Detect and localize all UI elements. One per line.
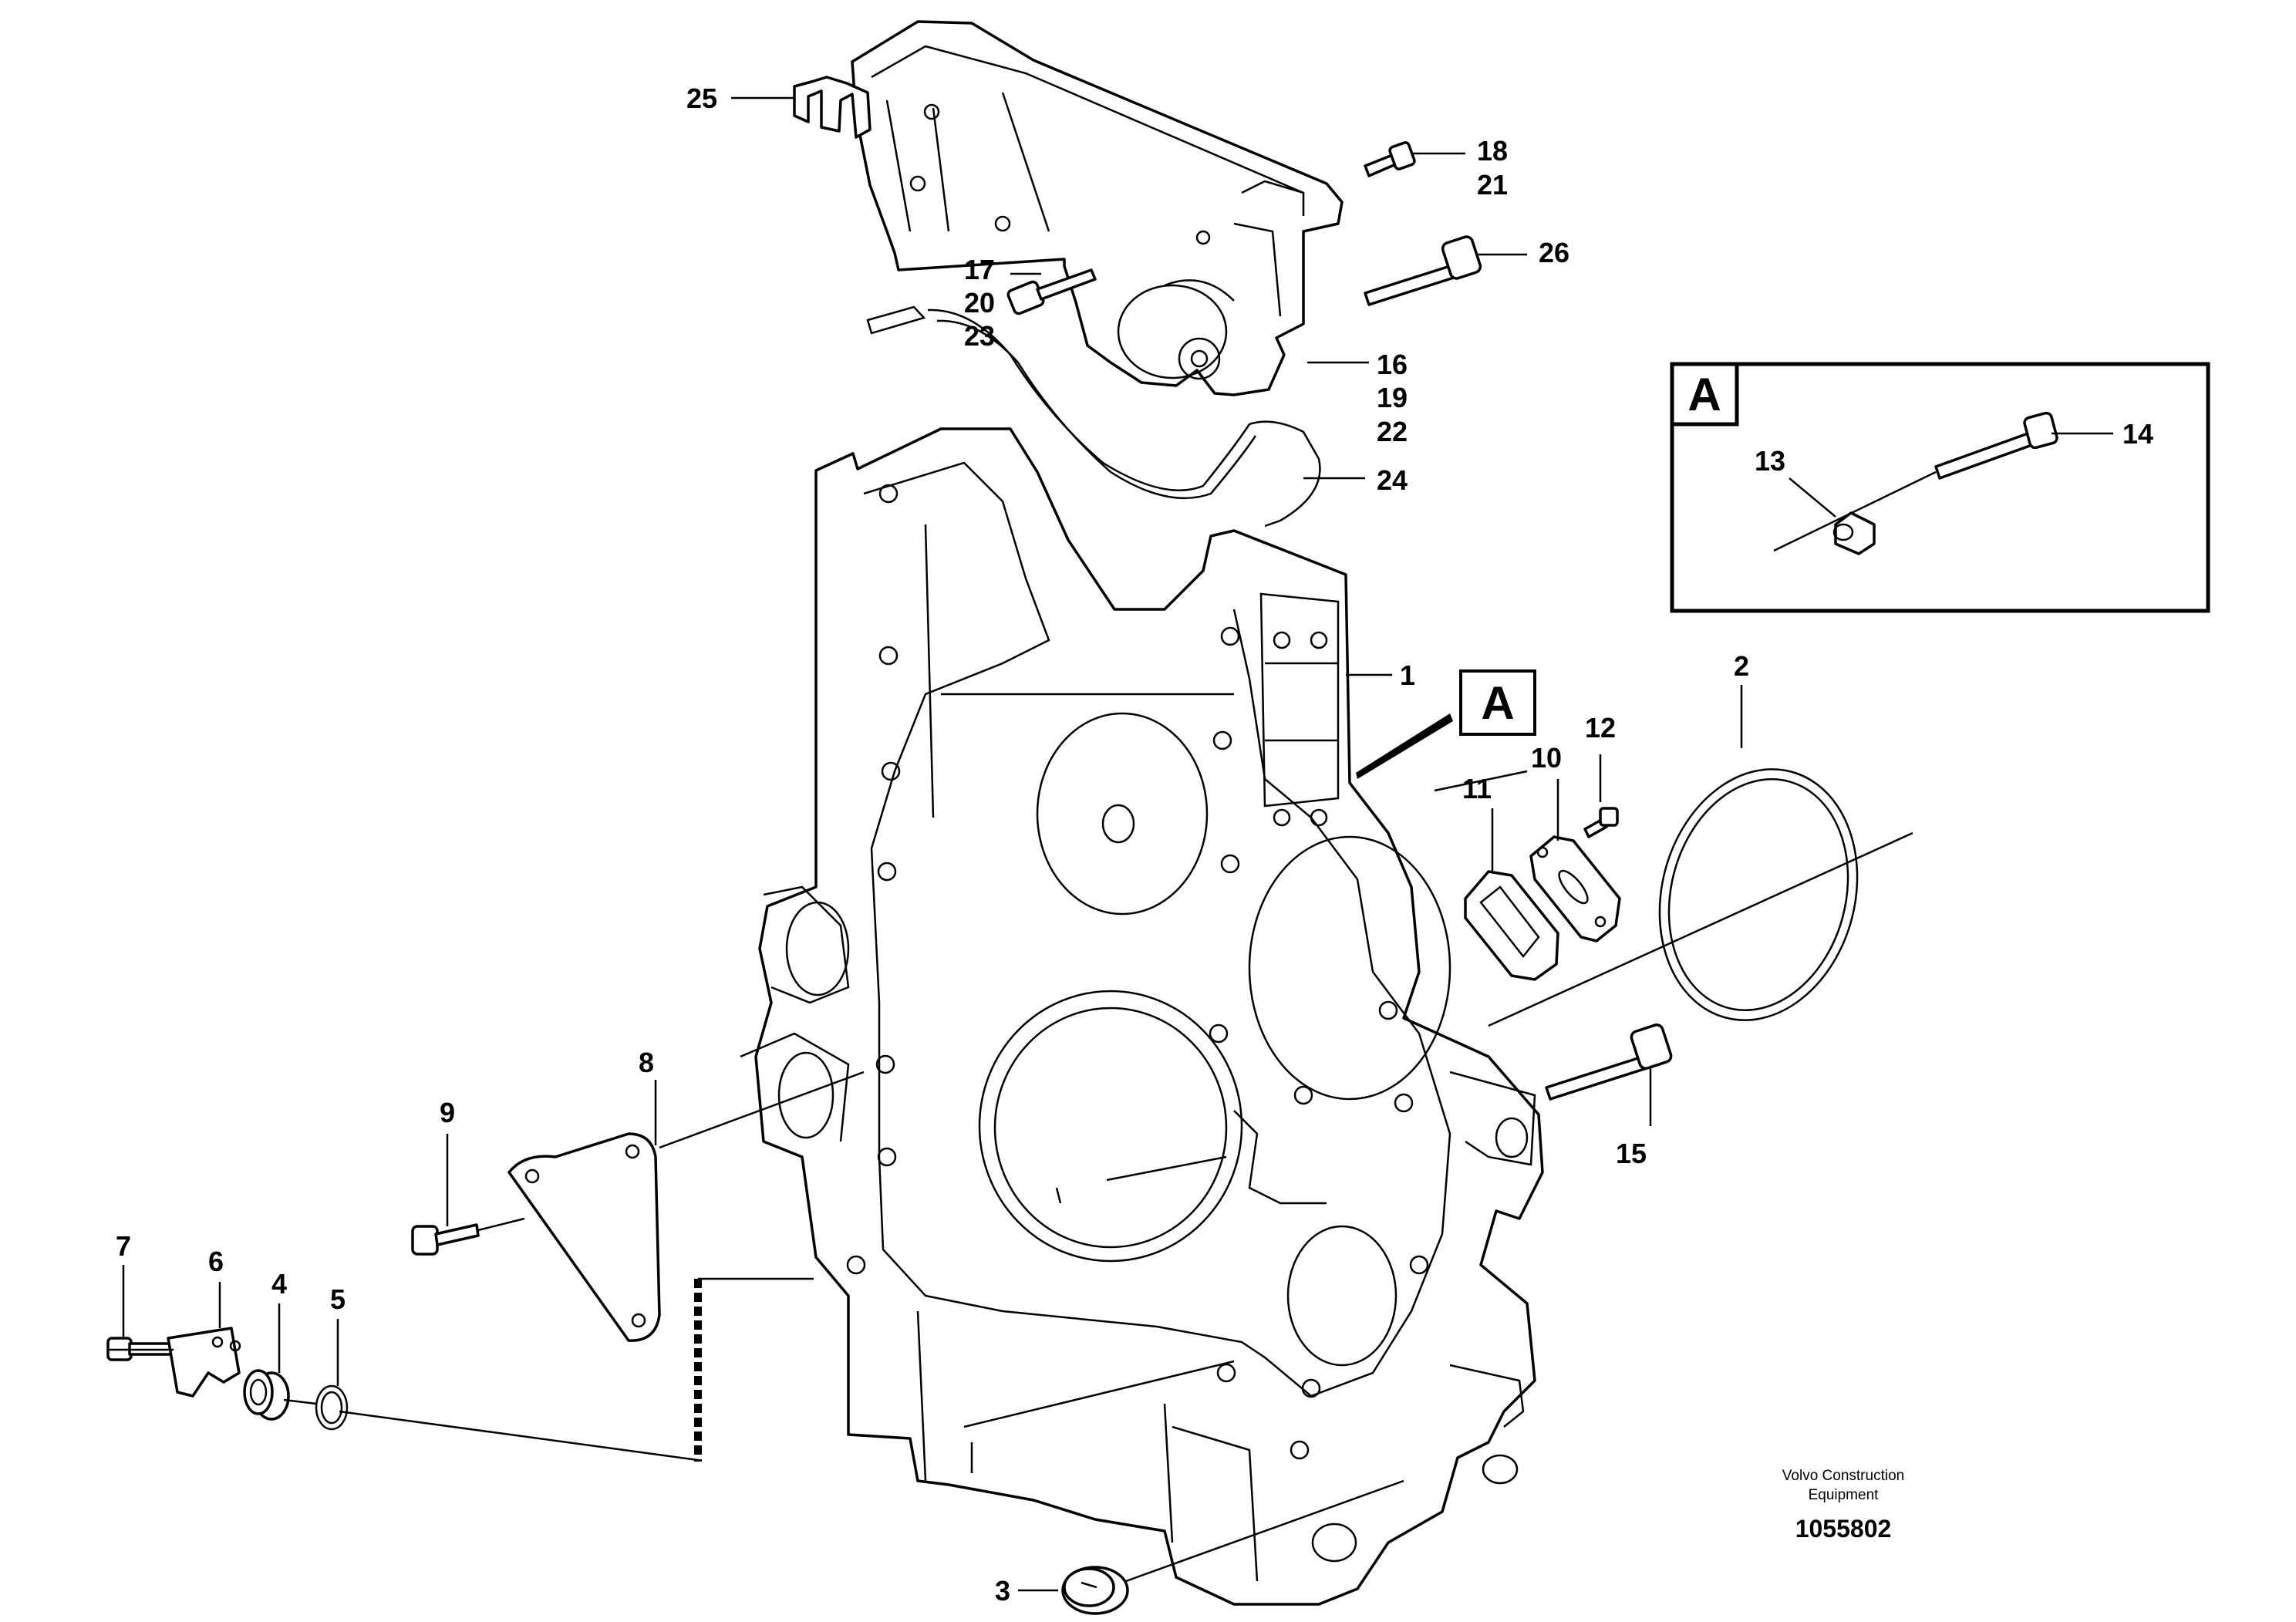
assembly-lines (108, 770, 1913, 1583)
timing-gear-housing (740, 427, 1544, 1606)
drawing-number: 1055802 (1795, 1515, 1892, 1543)
callout-2: 2 (1734, 650, 1749, 682)
bolt-26 (1364, 235, 1482, 306)
upper-timing-cover (851, 20, 1344, 396)
bolt-9 (411, 1223, 480, 1256)
detail-view-A: A (1670, 362, 2210, 613)
bolt-18-21 (1364, 141, 1416, 177)
callout-22: 22 (1377, 416, 1408, 447)
callout-9: 9 (440, 1097, 455, 1128)
drawing-credit: Volvo Construction Equipment 1055802 (1782, 1468, 1904, 1543)
callout-12: 12 (1585, 712, 1616, 744)
sleeve-4 (243, 1369, 290, 1421)
callout-25: 25 (686, 83, 717, 114)
cover-plate-10 (1529, 835, 1621, 943)
leader-lines (122, 96, 2113, 1592)
callout-11: 11 (1462, 773, 1492, 804)
bolt-15 (1545, 1023, 1673, 1101)
callout-20: 20 (964, 287, 995, 319)
callout-19: 19 (1377, 382, 1408, 413)
callout-5: 5 (330, 1283, 346, 1315)
callout-26: 26 (1539, 237, 1569, 268)
detail-box-letter: A (1687, 369, 1721, 420)
callout-17: 17 (964, 254, 995, 285)
callout-13: 13 (1755, 445, 1785, 477)
callout-10: 10 (1531, 742, 1562, 774)
cover-plate-8 (507, 1132, 661, 1342)
callout-8: 8 (639, 1047, 654, 1078)
seal-ring-5 (315, 1384, 349, 1431)
callout-24: 24 (1377, 464, 1408, 496)
gasket-strip (866, 305, 1321, 528)
callout-18: 18 (1477, 135, 1508, 167)
cable-clip-pair (793, 76, 872, 139)
o-ring-2 (1658, 768, 1859, 1021)
callout-4: 4 (271, 1268, 287, 1300)
callout-3: 3 (995, 1575, 1010, 1607)
callout-14: 14 (2122, 418, 2153, 450)
bolt-17-20 (1006, 268, 1097, 315)
callout-labels: 25 18 21 26 17 20 23 16 19 22 24 1 12 10… (116, 83, 2153, 1607)
callout-1: 1 (1400, 659, 1415, 691)
hidden-edge-marker (694, 1277, 814, 1462)
plug-3 (1061, 1566, 1129, 1615)
callout-16: 16 (1377, 349, 1408, 380)
screw-12 (1583, 807, 1619, 838)
credit-line-1: Volvo Construction (1782, 1468, 1904, 1484)
bracket-6 (167, 1327, 241, 1398)
callout-7: 7 (116, 1230, 131, 1262)
callout-21: 21 (1477, 169, 1508, 201)
sealing-gasket-11 (1464, 870, 1559, 981)
callout-15: 15 (1616, 1138, 1647, 1169)
callout-23: 23 (964, 320, 995, 352)
detail-reference-A: A (1356, 669, 1536, 779)
callout-6: 6 (208, 1246, 224, 1277)
credit-line-2: Equipment (1809, 1487, 1880, 1503)
detail-ref-letter: A (1481, 677, 1514, 729)
